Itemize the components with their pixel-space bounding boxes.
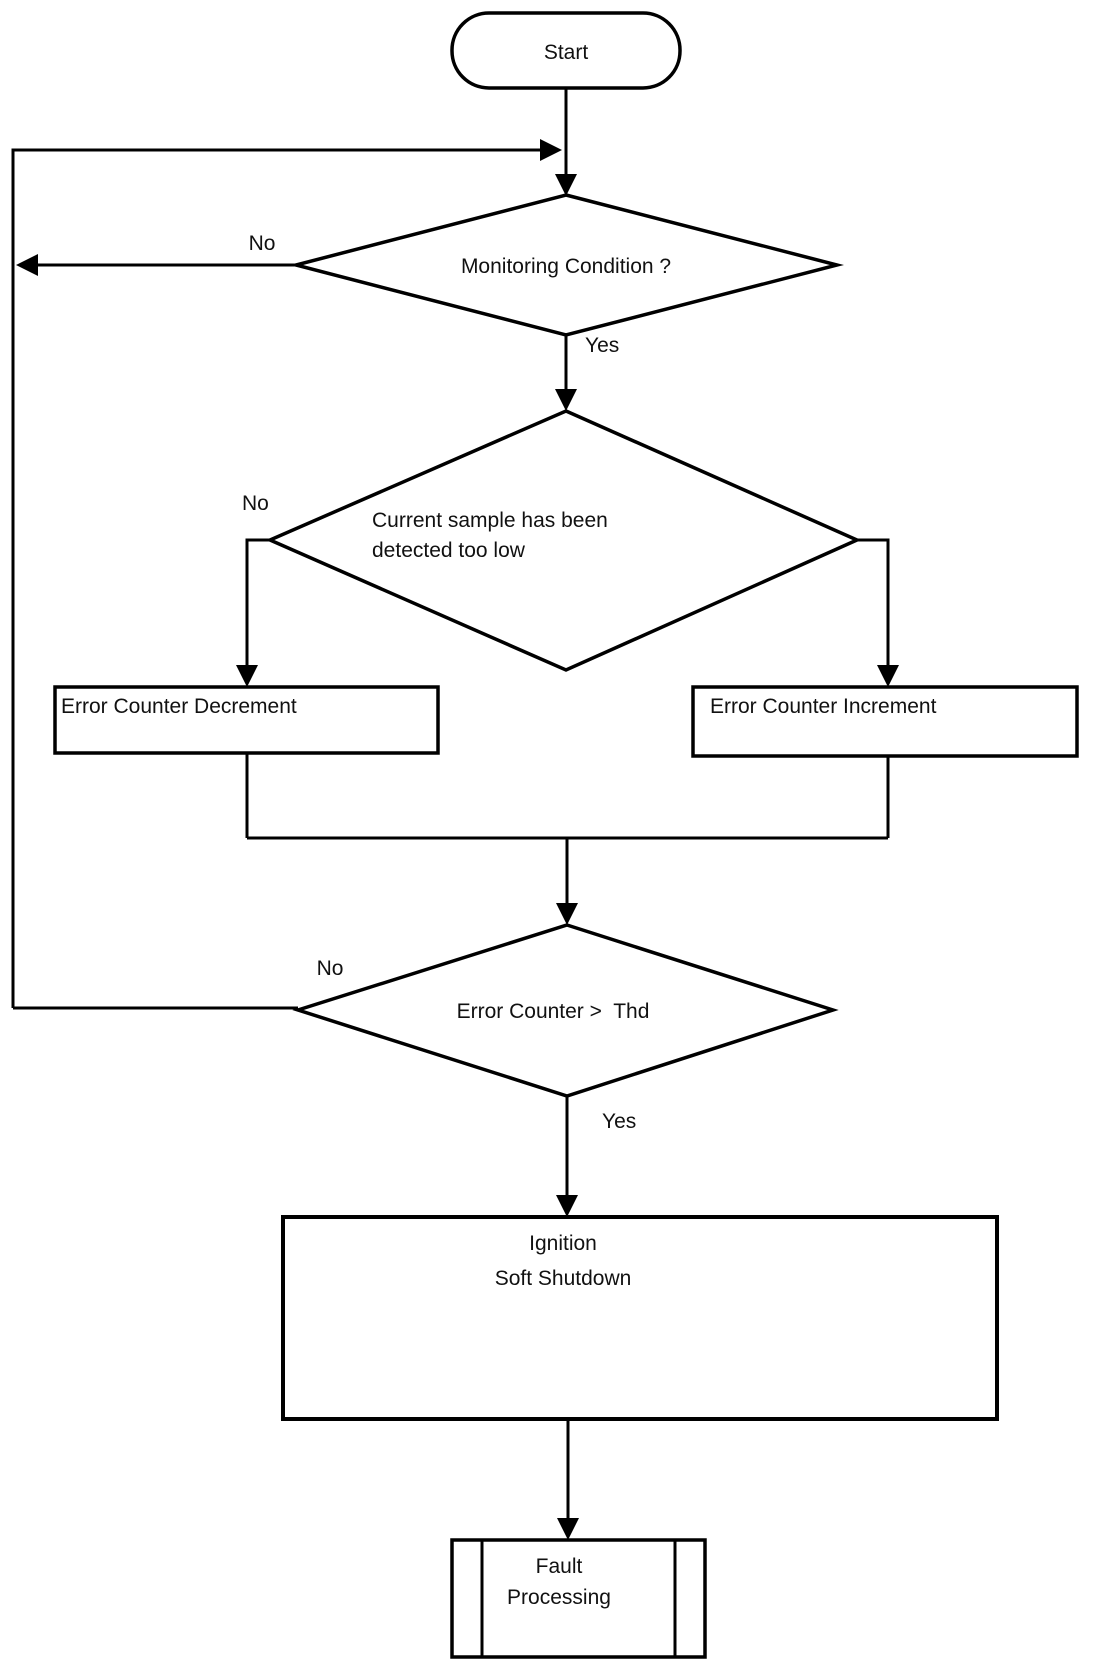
edge-loop-rail [11,139,562,1008]
fault-processing-node: Fault Processing [450,1538,707,1659]
arrow-down-icon [557,1518,579,1540]
fault-label-line2: Processing [507,1586,611,1609]
arrow-down-icon [877,665,899,687]
sample-decision-label-line1: Current sample has been [372,509,608,532]
edge-line [245,753,890,904]
edge-sample-yes [857,538,899,687]
ignition-soft-shutdown-shape [281,1215,999,1421]
fault-processing-side-bars [480,1540,677,1657]
ignition-soft-shutdown-node: Ignition Soft Shutdown [281,1215,999,1421]
arrow-down-icon [236,665,258,687]
arrow-right-icon [540,139,562,161]
edge-sample-no: No [236,492,270,687]
fault-processing-shape [450,1538,707,1659]
monitoring-yes-label: Yes [585,334,619,357]
start-node: Start [450,11,682,90]
arrow-down-icon [555,174,577,196]
edge-merge-to-threshold [245,753,890,925]
edge-threshold-no: No [13,957,344,1010]
ignition-label-line1: Ignition [529,1232,597,1255]
edge-monitoring-yes: Yes [555,334,619,411]
threshold-decision-label: Error Counter > Thd [457,1000,650,1023]
arrow-down-icon [556,1195,578,1217]
edge-line [857,538,890,666]
error-counter-decrement-node: Error Counter Decrement [53,685,440,755]
edge-line [245,538,270,666]
edge-shutdown-to-fault [557,1419,579,1540]
arrow-down-icon [555,389,577,411]
loop-rail-line [11,148,540,1008]
arrow-left-icon [16,254,38,276]
sample-no-label: No [242,492,269,515]
ignition-label-line2: Soft Shutdown [495,1267,632,1290]
threshold-decision-node: Error Counter > Thd [292,923,839,1098]
edge-threshold-yes: Yes [556,1096,636,1217]
edge-monitoring-no: No [16,232,296,276]
sample-decision-label-line2: detected too low [372,539,526,562]
monitoring-no-label: No [249,232,276,255]
sample-decision-node: Current sample has been detected too low [265,409,862,672]
fault-label-line1: Fault [536,1555,583,1578]
edge-start-to-monitoring [555,88,577,196]
error-counter-increment-shape [691,685,1079,758]
error-counter-increment-label: Error Counter Increment [710,695,937,718]
monitoring-decision-node: Monitoring Condition ? [289,193,844,337]
monitoring-decision-label: Monitoring Condition ? [461,255,671,278]
error-counter-decrement-label: Error Counter Decrement [61,695,297,718]
start-label: Start [544,41,589,64]
sample-decision-shape [265,409,862,672]
arrow-down-icon [556,903,578,925]
error-counter-increment-node: Error Counter Increment [691,685,1079,758]
threshold-no-label: No [317,957,344,980]
threshold-yes-label: Yes [602,1110,636,1133]
